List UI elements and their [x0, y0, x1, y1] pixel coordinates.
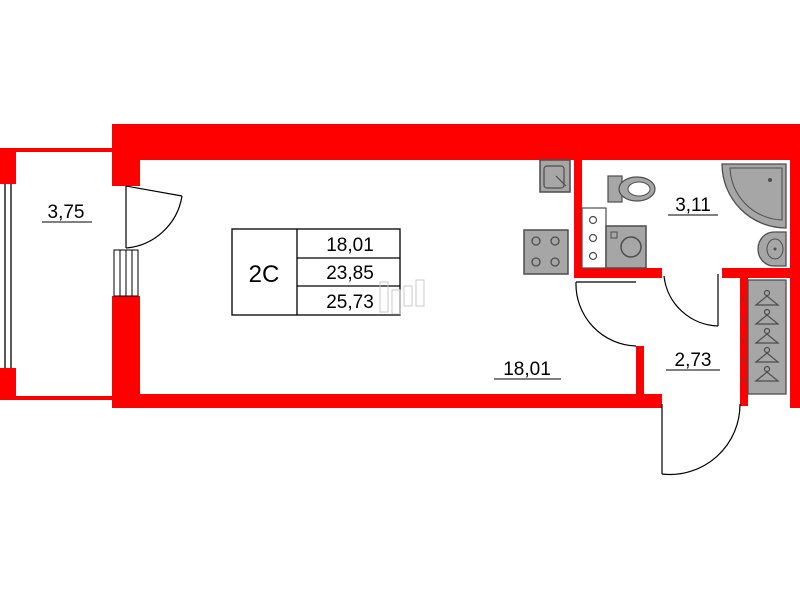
balcony-bottom-rail	[0, 396, 118, 400]
toilet	[607, 175, 656, 203]
living-area: 18,01	[326, 235, 374, 256]
wardrobe-left-wall	[740, 278, 748, 406]
entrance-door	[661, 403, 741, 476]
bathroom-area-label: 3,11	[675, 195, 711, 216]
bottom-wall	[112, 394, 662, 408]
wardrobe-hanger-icon	[754, 289, 780, 382]
door-swing-icon	[125, 195, 183, 249]
door-swing-icon	[663, 275, 719, 327]
room-door	[575, 281, 637, 347]
top-wall	[112, 124, 800, 160]
stove-icon	[523, 229, 569, 275]
info-box-frame	[231, 228, 401, 316]
balcony-post-bottom	[0, 368, 16, 400]
washing-machine-icon	[605, 225, 647, 269]
main-room-area-label: 18,01	[503, 359, 551, 380]
hallway-area-label: 2,73	[675, 350, 712, 371]
kitchen-stove	[523, 229, 569, 275]
area-info-box: 2С 18,01 23,85 25,73	[231, 228, 401, 316]
bathroom-door	[663, 274, 719, 327]
bathroom-right-bottom-wall	[722, 268, 800, 278]
left-wall-lower	[112, 296, 140, 408]
bathroom-cabinet	[581, 207, 607, 269]
corner-shower	[721, 163, 787, 229]
corner-shower-icon	[721, 163, 787, 229]
right-wall	[790, 124, 800, 408]
walls	[112, 124, 800, 408]
watermark-logo	[379, 279, 425, 315]
apartment-type: 2С	[249, 261, 280, 288]
washbasin-icon	[757, 231, 787, 267]
area-with-balcony: 25,73	[326, 292, 374, 313]
balcony-top-rail	[0, 148, 118, 152]
left-wall-upper	[112, 124, 140, 186]
window	[113, 249, 139, 297]
washing-machine	[605, 225, 647, 269]
balcony-door	[125, 185, 183, 249]
balcony-post-top	[0, 148, 16, 184]
bathroom-bottom-wall	[574, 268, 662, 278]
door-swing-icon	[661, 403, 741, 476]
balcony	[0, 148, 118, 400]
balcony-area-label: 3,75	[48, 202, 85, 223]
hallway-left-wall	[636, 346, 644, 402]
door-swing-icon	[575, 281, 637, 347]
wardrobe	[742, 279, 787, 395]
kitchen-sink	[539, 159, 571, 193]
total-area: 23,85	[326, 263, 374, 284]
washbasin	[757, 231, 787, 267]
kitchen-partition	[574, 150, 582, 276]
